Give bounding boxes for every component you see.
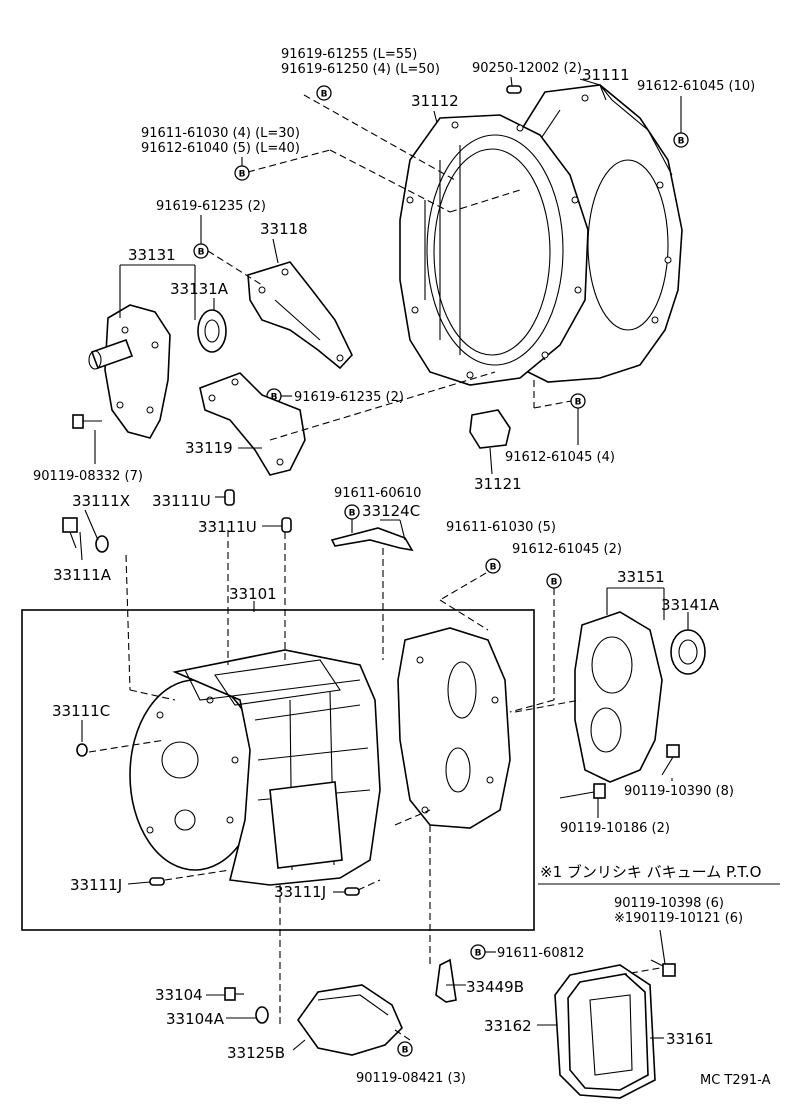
svg-text:B: B (678, 137, 685, 147)
label-33111X: 33111X (72, 492, 130, 510)
label-33111J-b: 33111J (274, 883, 326, 901)
svg-text:B: B (271, 393, 278, 403)
bolt-90119-10186-icon (559, 783, 606, 799)
bracket-33119 (199, 372, 306, 476)
label-33161: 33161 (666, 1030, 714, 1048)
label-91612-61045-4: 91612-61045 (4) (505, 450, 615, 465)
bell-housing-31112 (399, 114, 589, 386)
alignment-dashes (88, 94, 661, 1041)
bolt-90119-10390-icon (661, 744, 680, 776)
label-91612-61045-2: 91612-61045 (2) (512, 542, 622, 557)
bracket-33118 (247, 261, 353, 370)
bolt-90119-08332-icon (72, 414, 102, 429)
bolt-marker-icon: B (344, 504, 360, 520)
pin-33111J-icon (149, 877, 165, 886)
bolt-33104-icon (224, 987, 244, 1001)
label-33151: 33151 (617, 568, 665, 586)
label-90119-08421: 90119-08421 (3) (356, 1071, 466, 1086)
bolt-marker-icon: B (485, 558, 501, 574)
label-33118: 33118 (260, 220, 308, 238)
pin-33111U-icon (224, 489, 235, 506)
label-190119-10121: ※190119-10121 (6) (614, 911, 743, 926)
label-33124C: 33124C (362, 502, 420, 520)
label-33449B: 33449B (466, 978, 524, 996)
assembly-33101-frame (21, 609, 535, 931)
bolt-marker-icon: B (673, 132, 689, 148)
pin-33111U-2-icon (281, 517, 292, 533)
label-33125B: 33125B (227, 1044, 285, 1062)
label-33119: 33119 (185, 439, 233, 457)
adapter-33131 (88, 304, 171, 439)
dowel-pin-icon (506, 85, 522, 94)
label-31121: 31121 (474, 475, 522, 493)
transmission-case-33101 (129, 649, 381, 886)
clip-33124C (330, 527, 414, 552)
label-91611-60812: 91611-60812 (497, 946, 584, 961)
bolt-90119-10398-icon (650, 959, 676, 977)
washer-33104A-icon (255, 1006, 269, 1024)
label-91612-61045-10: 91612-61045 (10) (637, 79, 755, 94)
extension-housing (397, 627, 511, 829)
label-33111C: 33111C (52, 702, 110, 720)
bolt-marker-icon: B (193, 243, 209, 259)
label-90119-08332: 90119-08332 (7) (33, 469, 143, 484)
label-33111A: 33111A (53, 566, 112, 584)
svg-text:B: B (239, 170, 246, 180)
bolt-marker-icon: B (470, 944, 486, 960)
bolt-marker-icon: B (570, 393, 586, 409)
svg-text:B: B (349, 509, 356, 519)
bolt-marker-icon: B (546, 573, 562, 589)
label-90119-10390: 90119-10390 (8) (624, 784, 734, 799)
svg-text:B: B (551, 578, 558, 588)
label-91611-60610: 91611-60610 (334, 486, 421, 501)
label-91612-61040-5: 91612-61040 (5) (L=40) (141, 141, 300, 156)
svg-text:B: B (321, 90, 328, 100)
svg-text:B: B (475, 949, 482, 959)
bolt-33111A-icon (62, 517, 78, 549)
svg-text:B: B (402, 1046, 409, 1056)
label-91611-61030-4: 91611-61030 (4) (L=30) (141, 126, 300, 141)
label-91619-61235-b: 91619-61235 (2) (294, 390, 404, 405)
leader-lines (79, 76, 689, 1051)
svg-text:B: B (575, 398, 582, 408)
oil-seal-33131A (197, 309, 227, 353)
label-33131: 33131 (128, 246, 176, 264)
part-labels: 91619-61255 (L=55) 91619-61250 (4) (L=50… (33, 47, 771, 1088)
label-33104A: 33104A (166, 1010, 225, 1028)
cover-33125B (297, 984, 403, 1056)
label-33111J-a: 33111J (70, 876, 122, 894)
svg-text:B: B (198, 248, 205, 258)
label-31112: 31112 (411, 92, 459, 110)
label-diagram-code: MC T291-A (700, 1073, 771, 1088)
plate-33449B (435, 958, 457, 1003)
label-91611-61030-5: 91611-61030 (5) (446, 520, 556, 535)
label-33141A: 33141A (661, 596, 720, 614)
bolt-marker-icon: B (397, 1041, 413, 1057)
label-33111U-a: 33111U (152, 492, 211, 510)
label-33131A: 33131A (170, 280, 229, 298)
label-91619-61255: 91619-61255 (L=55) (281, 47, 417, 62)
plug-33111C-icon (76, 743, 88, 757)
pin-33111J-2-icon (344, 887, 360, 896)
label-91619-61250: 91619-61250 (4) (L=50) (281, 62, 440, 77)
label-pto-note: ※1 ブンリシキ バキューム P.T.O (540, 863, 761, 881)
pto-adapter-33151 (574, 611, 663, 783)
label-90250-12002: 90250-12002 (2) (472, 61, 582, 76)
label-90119-10398: 90119-10398 (6) (614, 896, 724, 911)
svg-text:B: B (490, 563, 497, 573)
label-33111U-b: 33111U (198, 518, 257, 536)
washer-33111X-icon (95, 535, 109, 553)
label-33104: 33104 (155, 986, 203, 1004)
cover-31121 (469, 409, 511, 449)
label-33101: 33101 (229, 585, 277, 603)
label-31111: 31111 (582, 66, 630, 84)
oil-seal-33141A (670, 629, 706, 675)
label-33162: 33162 (484, 1017, 532, 1035)
label-90119-10186: 90119-10186 (2) (560, 821, 670, 836)
bolt-marker-icon: B (316, 85, 332, 101)
cover-33161 (567, 973, 649, 1091)
bolt-marker-icon: B (234, 165, 250, 181)
label-91619-61235-a: 91619-61235 (2) (156, 199, 266, 214)
